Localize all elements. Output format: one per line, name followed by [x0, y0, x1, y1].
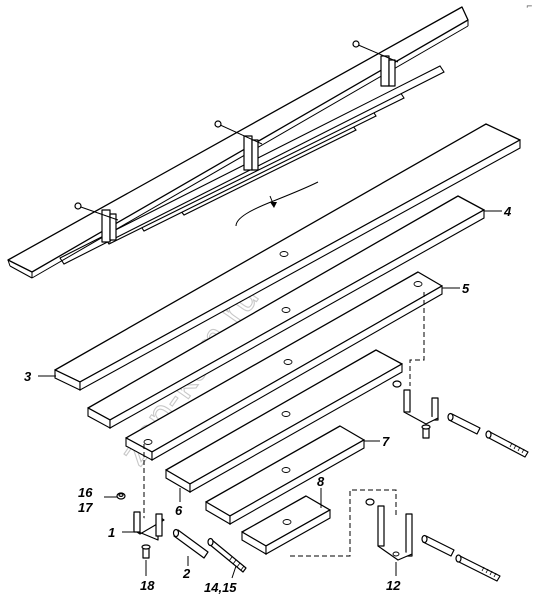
callout-1: 1	[108, 525, 115, 540]
callout-14-15: 14,15	[204, 580, 237, 595]
leaf-6-center-hole	[281, 411, 291, 417]
leaf-7	[205, 425, 365, 525]
bolt-lower-right	[455, 554, 501, 582]
assembled-spring	[7, 6, 469, 279]
nut-lower-right	[365, 498, 375, 506]
clamp-center-body	[243, 135, 253, 171]
callout-12: 12	[386, 578, 401, 593]
clamp-bracket-12	[377, 505, 413, 561]
leaf-6	[165, 349, 403, 493]
leaf-7-center-hole	[281, 467, 291, 473]
clamp-right-body	[380, 55, 390, 87]
rivet-18	[141, 544, 151, 559]
clamp-right-side	[388, 59, 396, 87]
spacer-tube-2	[172, 528, 209, 559]
clamp-bracket-1	[133, 511, 165, 541]
leaf-8	[241, 495, 331, 555]
callout-16: 16	[78, 485, 93, 500]
callout-8: 8	[317, 474, 325, 489]
clamp-center-bolt	[217, 123, 263, 145]
clamp-left-bolt	[77, 205, 119, 221]
leaf-3	[54, 123, 521, 391]
leaf-4-center-hole	[281, 307, 291, 313]
spacer-tube-lower-right	[421, 534, 455, 557]
leaf-3-center-hole	[279, 251, 289, 257]
callout-4: 4	[503, 204, 512, 219]
center-mark-arrow-head	[270, 202, 277, 208]
main-leaf-bottom-edge	[9, 265, 33, 279]
bolt-14-15	[207, 537, 247, 573]
callout-7: 7	[382, 434, 390, 449]
nut-16-17	[116, 492, 126, 500]
callout-6: 6	[175, 503, 183, 518]
bolt-upper-right	[485, 430, 529, 458]
leader-14-15	[231, 565, 237, 579]
clamp-center-nut	[214, 120, 222, 128]
spacer-tube-upper-right	[447, 412, 481, 435]
center-mark-curve	[235, 181, 319, 227]
clamp-left-nut	[74, 202, 82, 210]
clamp-left-side	[109, 213, 117, 241]
leaf-8-center-hole	[282, 519, 292, 525]
clamp-center	[214, 120, 263, 171]
callout-5: 5	[462, 281, 470, 296]
clamp-center-side	[251, 139, 259, 171]
leaf-5-center-hole	[283, 359, 293, 365]
clamp-right	[352, 40, 399, 87]
rivet-upper-right	[421, 424, 431, 439]
leaf-5-left-hole	[143, 439, 153, 445]
leaf-4	[87, 195, 485, 429]
callout-2: 2	[182, 566, 191, 581]
clamp-left	[74, 202, 119, 243]
nut-upper-right	[392, 380, 402, 388]
leaf-5	[125, 271, 443, 461]
assembly-line-right-upper	[409, 292, 425, 386]
callout-3: 3	[24, 369, 32, 384]
leaf-5-right-hole	[413, 281, 423, 287]
clamp-right-nut	[352, 40, 360, 48]
callout-18: 18	[140, 578, 155, 593]
callout-17: 17	[78, 500, 93, 515]
clamp-right-bolt	[355, 43, 399, 63]
assembly-line-right-lower	[290, 489, 397, 557]
main-leaf-end-edge	[7, 259, 11, 267]
corner-mark: ⌐	[526, 2, 533, 11]
clamp-bracket-upper-right	[403, 389, 439, 425]
